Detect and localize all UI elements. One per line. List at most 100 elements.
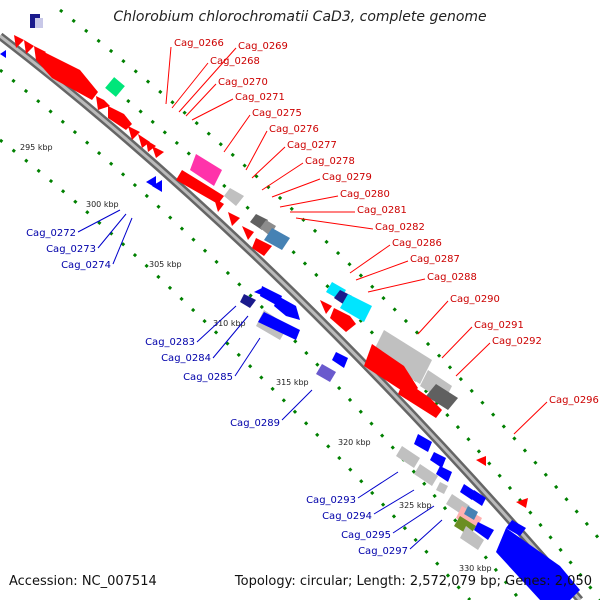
gene-block: [436, 482, 448, 494]
gene-block: [396, 446, 420, 468]
gene-arrow: [252, 238, 272, 256]
gene-arrow: [152, 146, 164, 158]
gene-arrow: [152, 180, 162, 192]
forward-gene-label-text: Cag_0266 Cag_0268 Cag_0269 Cag_0270 Cag_…: [174, 38, 599, 406]
gene-block: [414, 464, 438, 486]
scale-labels: 295 kbp 300 kbp 305 kbp 310 kbp 315 kbp …: [20, 143, 492, 573]
gene-arrow: [228, 212, 240, 226]
gene-label: Cag_0281: [357, 205, 407, 216]
gene-label: Cag_0297: [358, 546, 408, 557]
scale-label: 315 kbp: [276, 378, 309, 387]
gene-label: Cag_0296: [549, 395, 599, 406]
gene-label: Cag_0282: [375, 222, 425, 233]
gene-block: [240, 294, 256, 308]
gene-label: Cag_0266: [174, 38, 224, 49]
forward-genes-track: [14, 14, 528, 508]
gene-arrow: [258, 312, 300, 340]
gene-arrow: [414, 434, 432, 452]
topology-text: Topology: circular; Length: 2,572,079 bp…: [234, 574, 592, 589]
gene-arrow: [0, 50, 6, 58]
gene-label: Cag_0292: [492, 336, 542, 347]
gene-arrow: [214, 198, 224, 212]
reverse-genes-track: [0, 50, 580, 600]
genome-backbone: [0, 32, 584, 600]
gene-block: [35, 18, 43, 28]
map-title: Chlorobium chlorochromatii CaD3, complet…: [113, 9, 487, 25]
gene-arrow: [146, 140, 156, 152]
gene-label: Cag_0284: [161, 353, 211, 364]
gene-label: Cag_0283: [145, 337, 195, 348]
gene-arrow: [506, 520, 526, 536]
gene-arrow: [320, 300, 332, 314]
gene-label: Cag_0277: [287, 140, 337, 151]
gene-arrow: [14, 35, 24, 48]
gene-label: Cag_0273: [46, 244, 96, 255]
gene-arrow: [516, 498, 528, 508]
gene-arrow: [274, 296, 300, 320]
forward-gene-labels: [165, 46, 548, 435]
gene-label: Cag_0272: [26, 228, 76, 239]
gene-label: Cag_0276: [269, 124, 319, 135]
gene-arrow: [332, 352, 348, 368]
gene-arrow: [476, 456, 486, 466]
gene-arrow: [470, 490, 486, 506]
gene-label: Cag_0274: [61, 260, 111, 271]
gene-arrow: [96, 96, 110, 110]
reverse-gene-labels: [77, 209, 443, 550]
scale-label: 300 kbp: [86, 200, 119, 209]
gene-arrow: [430, 452, 446, 468]
gene-label: Cag_0290: [450, 294, 500, 305]
gene-arrow: [398, 380, 442, 418]
gene-arrow: [474, 522, 494, 540]
scale-label: 295 kbp: [20, 143, 53, 152]
gene-block: [190, 154, 222, 186]
gene-label: Cag_0280: [340, 189, 390, 200]
gene-arrow: [108, 106, 132, 130]
gene-label: Cag_0275: [252, 108, 302, 119]
scale-label: 330 kbp: [459, 564, 492, 573]
gene-label: Cag_0278: [305, 156, 355, 167]
gene-label: Cag_0287: [410, 254, 460, 265]
scale-label: 325 kbp: [399, 501, 432, 510]
gene-label: Cag_0271: [235, 92, 285, 103]
gene-arrow: [330, 308, 356, 332]
scale-label: 310 kbp: [213, 319, 246, 328]
gene-label: Cag_0294: [322, 511, 372, 522]
gene-block: [464, 506, 478, 520]
gene-label: Cag_0288: [427, 272, 477, 283]
scale-label: 320 kbp: [338, 438, 371, 447]
gene-label: Cag_0293: [306, 495, 356, 506]
gene-block: [224, 188, 244, 206]
gene-block: [316, 364, 336, 382]
gene-label: Cag_0295: [341, 530, 391, 541]
gene-block: [105, 77, 125, 97]
gene-arrow: [138, 134, 150, 148]
gene-arrow: [24, 40, 34, 54]
gene-label: Cag_0289: [230, 418, 280, 429]
gene-arrow: [176, 170, 224, 204]
gene-arrow: [36, 50, 98, 100]
gene-block: [426, 384, 458, 410]
scale-label: 305 kbp: [149, 260, 182, 269]
gene-label: Cag_0286: [392, 238, 442, 249]
gene-label: Cag_0285: [183, 372, 233, 383]
gene-arrow: [128, 126, 140, 140]
gene-label: Cag_0268: [210, 56, 260, 67]
gene-block: [372, 330, 432, 384]
gene-label: Cag_0269: [238, 41, 288, 52]
gene-block: [456, 506, 482, 530]
gene-label: Cag_0279: [322, 172, 372, 183]
gene-arrow: [146, 176, 156, 188]
gene-label: Cag_0291: [474, 320, 524, 331]
gene-block: [264, 228, 290, 250]
accession-text: Accession: NC_007514: [9, 574, 157, 589]
gene-arrow: [436, 466, 452, 482]
reverse-gene-label-text: Cag_0272 Cag_0273 Cag_0274 Cag_0283 Cag_…: [26, 228, 408, 557]
gene-arrow: [496, 528, 580, 600]
gene-arrow: [242, 226, 254, 240]
gene-block: [340, 294, 372, 322]
tick-dot-lines: [0, 8, 600, 600]
gene-block: [460, 526, 484, 550]
gene-label: Cag_0270: [218, 77, 268, 88]
